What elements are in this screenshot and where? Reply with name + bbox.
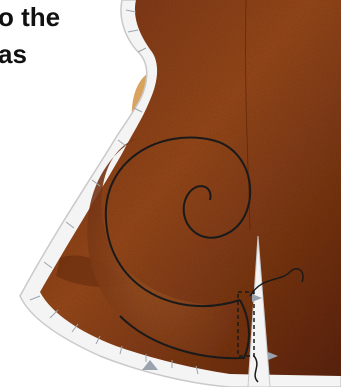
pattern-illustration-stage: o the as (0, 0, 341, 387)
pattern-piece-illustration (0, 0, 341, 387)
